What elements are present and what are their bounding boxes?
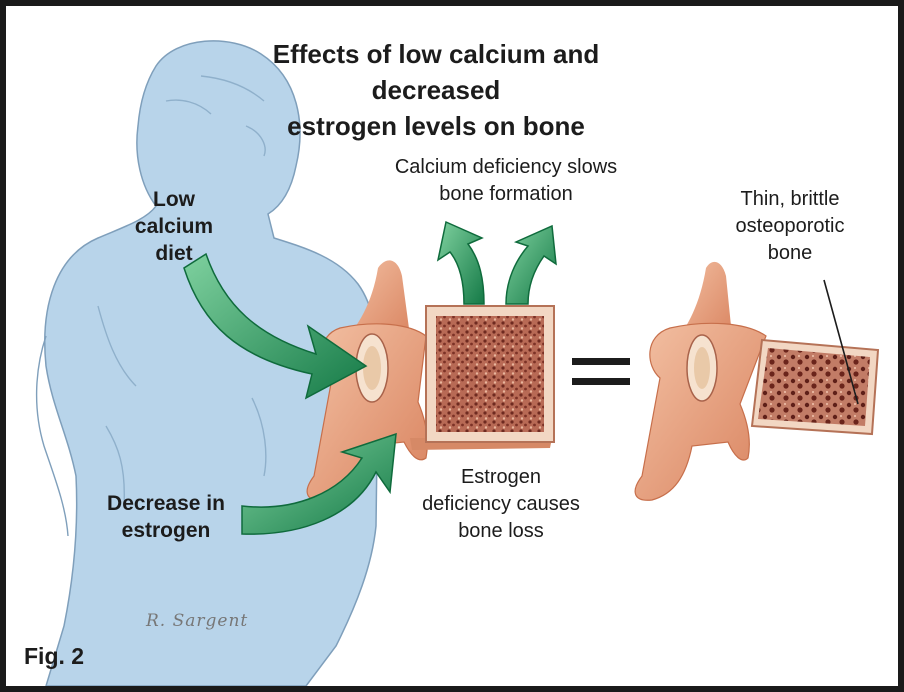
calcium-deficiency-line-1: Calcium deficiency slows <box>356 154 656 181</box>
low-calcium-line-2: calcium <box>114 213 234 240</box>
osteoporotic-bone <box>635 262 878 500</box>
osteoporotic-line-1: Thin, brittle <box>710 186 870 213</box>
decrease-estrogen-line-2: estrogen <box>86 517 246 544</box>
title-line-2: estrogen levels on bone <box>206 108 666 144</box>
calcium-deficiency-label: Calcium deficiency slows bone formation <box>356 154 656 208</box>
figure-title: Effects of low calcium and decreased est… <box>206 36 666 144</box>
osteoporotic-bone-label: Thin, brittle osteoporotic bone <box>710 186 870 267</box>
arrows-up-calcium <box>438 222 556 304</box>
estrogen-deficiency-label: Estrogen deficiency causes bone loss <box>416 464 586 545</box>
decrease-estrogen-label: Decrease in estrogen <box>86 490 246 544</box>
title-line-1: Effects of low calcium and decreased <box>206 36 666 108</box>
decrease-estrogen-line-1: Decrease in <box>86 490 246 517</box>
figure-number: Fig. 2 <box>24 643 84 670</box>
artist-signature: R. Sargent <box>146 611 248 631</box>
estrogen-deficiency-line-2: deficiency causes <box>416 491 586 518</box>
low-calcium-line-1: Low <box>114 186 234 213</box>
equals-sign <box>572 358 630 388</box>
low-calcium-label: Low calcium diet <box>114 186 234 267</box>
osteoporotic-line-3: bone <box>710 240 870 267</box>
calcium-deficiency-line-2: bone formation <box>356 181 656 208</box>
low-calcium-line-3: diet <box>114 240 234 267</box>
estrogen-deficiency-line-3: bone loss <box>416 518 586 545</box>
osteoporotic-line-2: osteoporotic <box>710 213 870 240</box>
estrogen-deficiency-line-1: Estrogen <box>416 464 586 491</box>
